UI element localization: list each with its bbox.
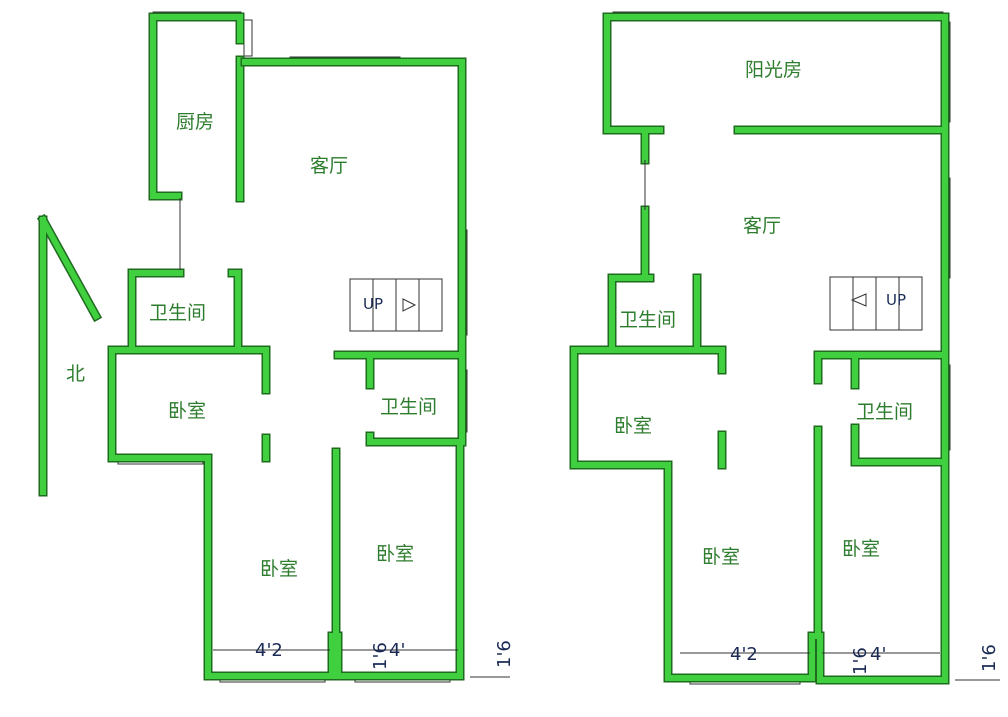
dimension-label: 4'2: [730, 644, 758, 665]
room-label-bath: 卫生间: [619, 309, 676, 331]
room-label-sunroom: 阳光房: [745, 59, 802, 81]
dimension-label: 4'2: [255, 640, 283, 661]
stairs-up-label: UP: [886, 291, 906, 309]
dimension-label: 1'6: [979, 644, 1000, 672]
stairs-right: [829, 276, 923, 331]
room-label-bedroom: 卧室: [260, 558, 298, 580]
room-label-bath: 卫生间: [856, 401, 913, 423]
room-label-bedroom: 卧室: [614, 415, 652, 437]
room-label-bedroom: 卧室: [376, 543, 414, 565]
dimension-label: 1'6: [494, 640, 515, 668]
north-arrow-icon: [36, 213, 103, 497]
room-label-living: 客厅: [310, 155, 348, 177]
dimension-label: 1'6: [370, 642, 391, 670]
dimension-label: 4': [870, 644, 886, 665]
room-label-bedroom: 卧室: [168, 400, 206, 422]
room-label-bedroom: 卧室: [702, 546, 740, 568]
dimension-label: 1'6: [850, 647, 871, 675]
dimension-lines: [213, 649, 1000, 681]
walls-right: [569, 12, 950, 685]
arrow-icon: [850, 293, 867, 307]
room-label-bath: 卫生间: [149, 302, 206, 324]
stairs-up-label: UP: [363, 295, 383, 313]
room-label-living: 客厅: [743, 215, 781, 237]
arrow-icon: [402, 298, 417, 312]
room-label-kitchen: 厨房: [176, 111, 214, 133]
walls-left: [107, 12, 467, 681]
room-label-bath: 卫生间: [380, 396, 437, 418]
room-label-bedroom: 卧室: [842, 538, 880, 560]
stairs-left: [349, 278, 443, 332]
dimension-label: 4': [389, 640, 405, 661]
north-label: 北: [66, 363, 85, 385]
